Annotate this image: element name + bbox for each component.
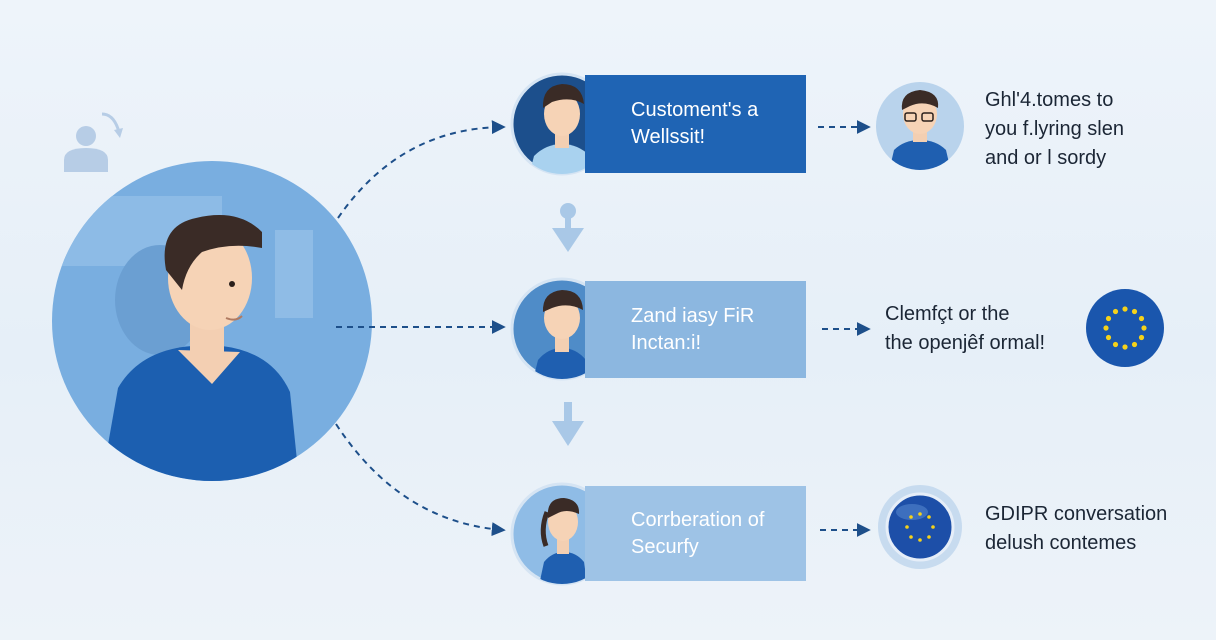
down-arrow-2 — [552, 402, 584, 446]
step-1-line-2: Wellssit! — [631, 126, 706, 148]
outcome-1-line-2: you f.lyring slen — [985, 118, 1124, 140]
connector-to-step-3 — [335, 423, 506, 537]
outcome-2-text: Clemfçt or the the openjêf ormal! — [885, 300, 1045, 358]
eu-badge-icon — [878, 485, 962, 569]
step-2-line-2: Inctan:i! — [631, 331, 702, 354]
step-1-line-1: Customent's a — [631, 99, 759, 121]
outcome-2-line-2: the openjêf ormal! — [885, 332, 1046, 354]
step-1-box: Customent's a Wellssit! — [585, 75, 806, 173]
outcome-3-line-2: delush contemes — [985, 532, 1137, 554]
user-icon — [64, 126, 108, 172]
outcome-3-text: GDIPR conversation delush contemes — [985, 500, 1167, 558]
step-3-line-1: Corrberation of — [631, 508, 765, 531]
outcome-1-avatar — [876, 82, 964, 170]
connector-to-step-1 — [337, 120, 506, 219]
outcome-1-line-3: and or l sordy — [985, 147, 1107, 169]
outcome-1-text: Ghl'4.tomes to you f.lyring slen and or … — [985, 86, 1124, 173]
refresh-arrow-icon — [101, 112, 123, 138]
step-3-line-2: Securfy — [631, 535, 699, 558]
outcome-3-line-1: GDIPR conversation — [985, 503, 1168, 525]
outcome-1-line-1: Ghl'4.tomes to — [985, 89, 1114, 111]
eu-flag-icon — [1086, 289, 1164, 367]
outcome-2-line-1: Clemfçt or the — [885, 303, 1010, 325]
step-2-box: Zand iasy FiR Inctan:i! — [585, 281, 806, 378]
step-3-box: Corrberation of Securfy — [585, 486, 806, 581]
main-person-portrait — [52, 161, 372, 481]
step-2-line-1: Zand iasy FiR — [631, 304, 755, 327]
down-arrow-1 — [552, 203, 584, 252]
